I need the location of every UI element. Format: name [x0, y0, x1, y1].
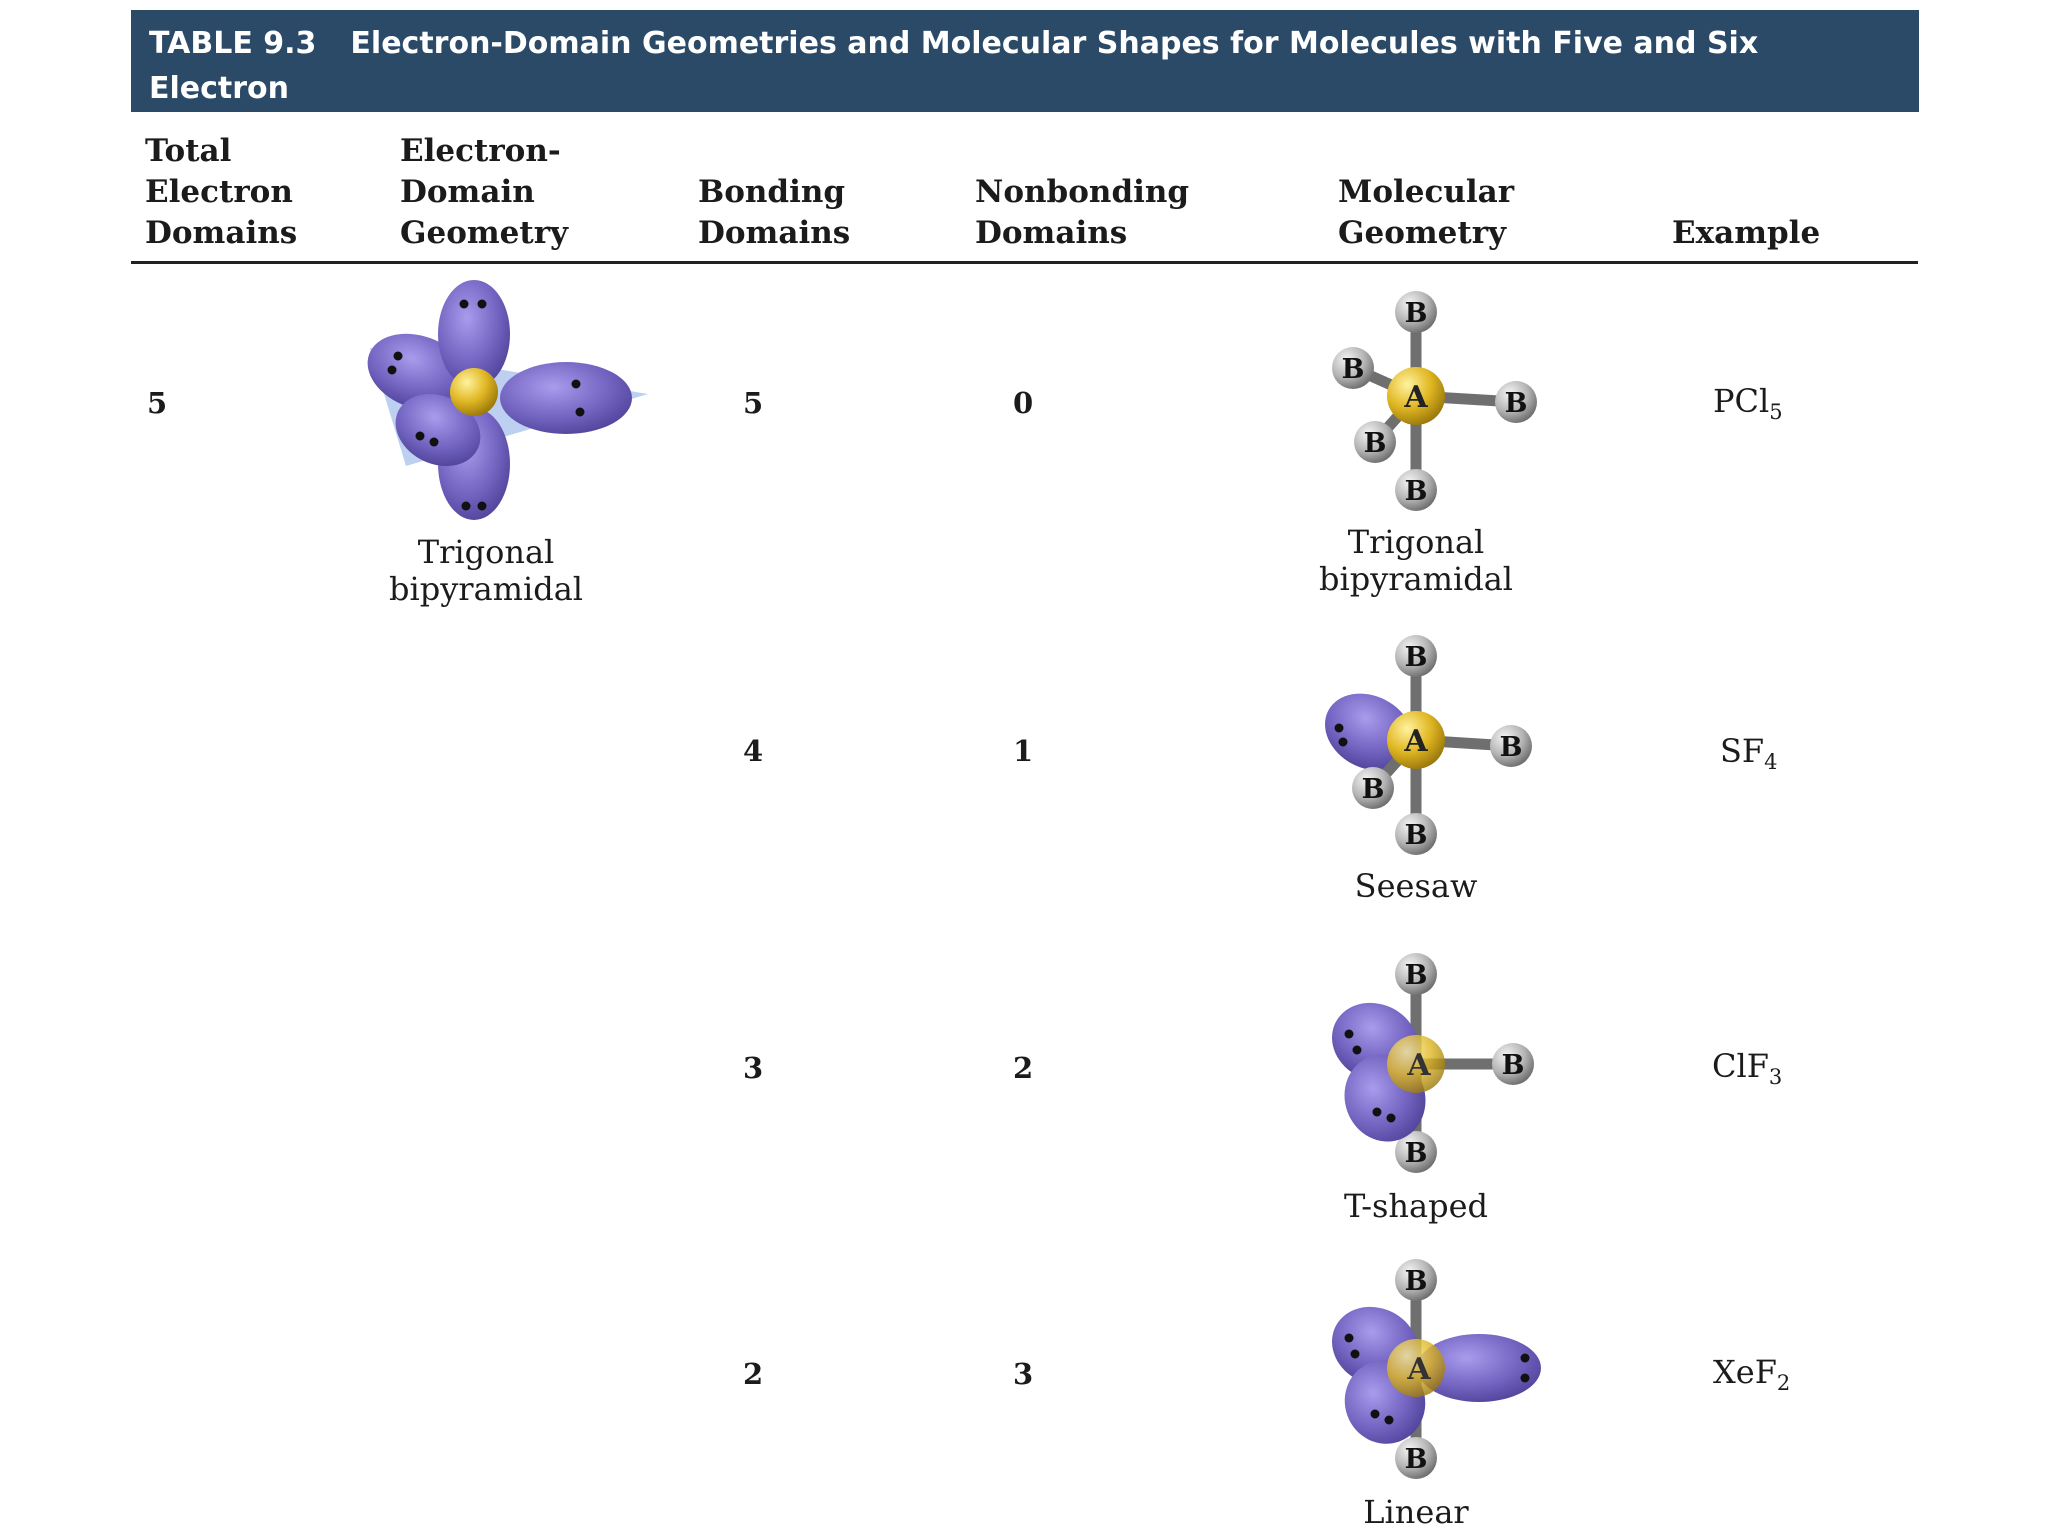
- row-4-molecular-geometry-figure: B A B: [1332, 1259, 1541, 1479]
- row-4-bonding-domains: 2: [743, 1357, 764, 1391]
- svg-text:A: A: [1406, 1352, 1431, 1387]
- electron-domain-geometry-figure: [367, 280, 648, 520]
- svg-text:A: A: [1403, 724, 1428, 759]
- svg-text:B: B: [1505, 388, 1528, 419]
- row-2-bonding-domains: 4: [743, 734, 764, 768]
- row-4-nonbonding-domains: 3: [1013, 1357, 1034, 1391]
- row-3-example: ClF3: [1712, 1047, 1783, 1089]
- row-3-bonding-domains: 3: [743, 1051, 764, 1085]
- row-4-example: XeF2: [1713, 1353, 1791, 1395]
- row-1-bonding-domains: 5: [743, 386, 764, 420]
- row-3-molecular-geometry-figure: B B A B: [1332, 953, 1534, 1173]
- row-3-nonbonding-domains: 2: [1013, 1051, 1034, 1085]
- svg-text:B: B: [1405, 820, 1428, 851]
- svg-text:B: B: [1342, 354, 1365, 385]
- header-rule: [131, 261, 1918, 264]
- svg-text:B: B: [1500, 732, 1523, 763]
- row-2-molecular-geometry-figure: B B A B B: [1325, 635, 1532, 855]
- svg-text:B: B: [1364, 428, 1387, 459]
- total-electron-domains-value: 5: [147, 386, 168, 420]
- table-number: TABLE 9.3: [149, 26, 317, 61]
- row-3-molecular-geometry-caption: T-shaped: [1343, 1187, 1489, 1225]
- table-title: Electron-Domain Geometries and Molecular…: [149, 26, 1759, 106]
- svg-text:B: B: [1405, 1138, 1428, 1169]
- svg-text:A: A: [1403, 380, 1428, 415]
- svg-text:B: B: [1502, 1050, 1525, 1081]
- row-1-molecular-geometry-figure: B B B A B B: [1332, 291, 1537, 511]
- svg-text:B: B: [1405, 476, 1428, 507]
- row-1-example: PCl5: [1713, 382, 1783, 424]
- svg-text:B: B: [1405, 298, 1428, 329]
- table-title-line-2: Domains Around the Central Atom: [149, 116, 729, 151]
- svg-text:B: B: [1405, 960, 1428, 991]
- row-2-molecular-geometry-caption: Seesaw: [1354, 867, 1478, 905]
- row-2-example: SF4: [1720, 732, 1778, 774]
- header-example: Example: [1672, 215, 1821, 251]
- svg-text:B: B: [1405, 642, 1428, 673]
- row-1-nonbonding-domains: 0: [1013, 386, 1034, 420]
- svg-text:B: B: [1405, 1266, 1428, 1297]
- svg-text:A: A: [1406, 1048, 1431, 1083]
- svg-text:B: B: [1362, 774, 1385, 805]
- row-4-molecular-geometry-caption: Linear: [1363, 1493, 1469, 1531]
- row-2-nonbonding-domains: 1: [1013, 734, 1034, 768]
- svg-text:B: B: [1405, 1444, 1428, 1475]
